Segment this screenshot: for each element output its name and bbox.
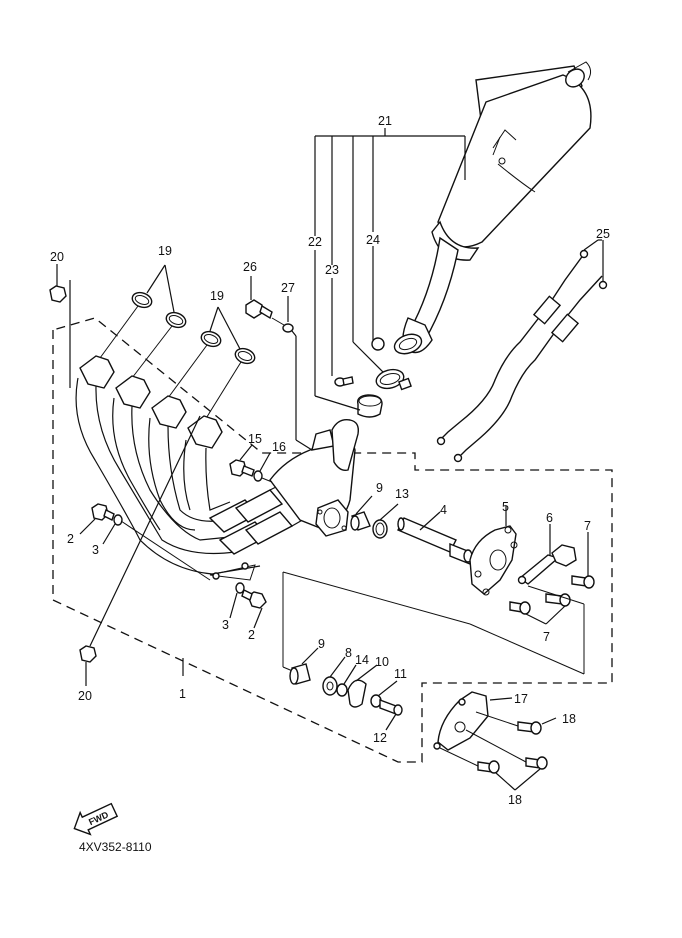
callout-23: 23	[325, 263, 339, 277]
callout-2-left: 2	[67, 532, 74, 546]
bolt-15-washer-16	[229, 444, 273, 483]
muffler	[393, 61, 592, 355]
forward-arrow-icon: FWD	[73, 802, 119, 836]
assembly-1-outline	[52, 317, 613, 763]
callout-24: 24	[366, 233, 380, 247]
callout-11: 11	[394, 667, 407, 681]
leaders-21-24	[314, 128, 466, 411]
callout-27: 27	[281, 281, 295, 295]
callout-labels: 21 22 23 24 25 20 19 19 26 27 15 16 9 13…	[50, 114, 610, 807]
callout-9-lower: 9	[318, 637, 325, 651]
callout-19-left: 19	[158, 244, 172, 258]
bolt-26-washer-27	[245, 276, 297, 337]
callout-16: 16	[272, 440, 286, 454]
callout-20-top: 20	[50, 250, 64, 264]
housing-plate-5	[469, 506, 518, 596]
lever-6	[517, 524, 577, 585]
callout-9-upper: 9	[376, 481, 383, 495]
callout-21: 21	[378, 114, 392, 128]
gaskets-19	[99, 264, 256, 421]
callout-13: 13	[395, 487, 409, 501]
drawing-code: 4XV352-8110	[79, 840, 152, 854]
nuts-20	[49, 264, 201, 686]
callout-5: 5	[502, 500, 509, 514]
callout-3-right: 3	[222, 618, 229, 632]
callout-18-lower: 18	[508, 793, 522, 807]
pulley-group	[282, 571, 585, 731]
callout-19-right: 19	[210, 289, 224, 303]
callout-7-lower: 7	[543, 630, 550, 644]
callout-22: 22	[308, 235, 322, 249]
callout-7-right: 7	[584, 519, 591, 533]
callout-14: 14	[355, 653, 369, 667]
callout-25: 25	[596, 227, 610, 241]
callout-18-upper: 18	[562, 712, 576, 726]
callout-3-left: 3	[92, 543, 99, 557]
muffler-small-parts	[334, 337, 412, 418]
throttle-cables	[436, 239, 608, 463]
shaft-components	[350, 495, 473, 566]
header-pipes	[75, 355, 321, 581]
cover-17-bolts-18	[433, 691, 557, 791]
callout-20-bottom: 20	[78, 689, 92, 703]
callout-10: 10	[375, 655, 389, 669]
callout-12: 12	[373, 731, 387, 745]
callout-4: 4	[440, 503, 447, 517]
callout-17: 17	[514, 692, 528, 706]
collector-body	[269, 336, 360, 537]
callout-15: 15	[248, 432, 262, 446]
callout-6: 6	[546, 511, 553, 525]
bolts-7	[509, 532, 595, 674]
bolts-2-washers-3	[79, 503, 267, 629]
callout-2-right: 2	[248, 628, 255, 642]
callout-8: 8	[345, 646, 352, 660]
callout-26: 26	[243, 260, 257, 274]
callout-1: 1	[179, 687, 186, 701]
